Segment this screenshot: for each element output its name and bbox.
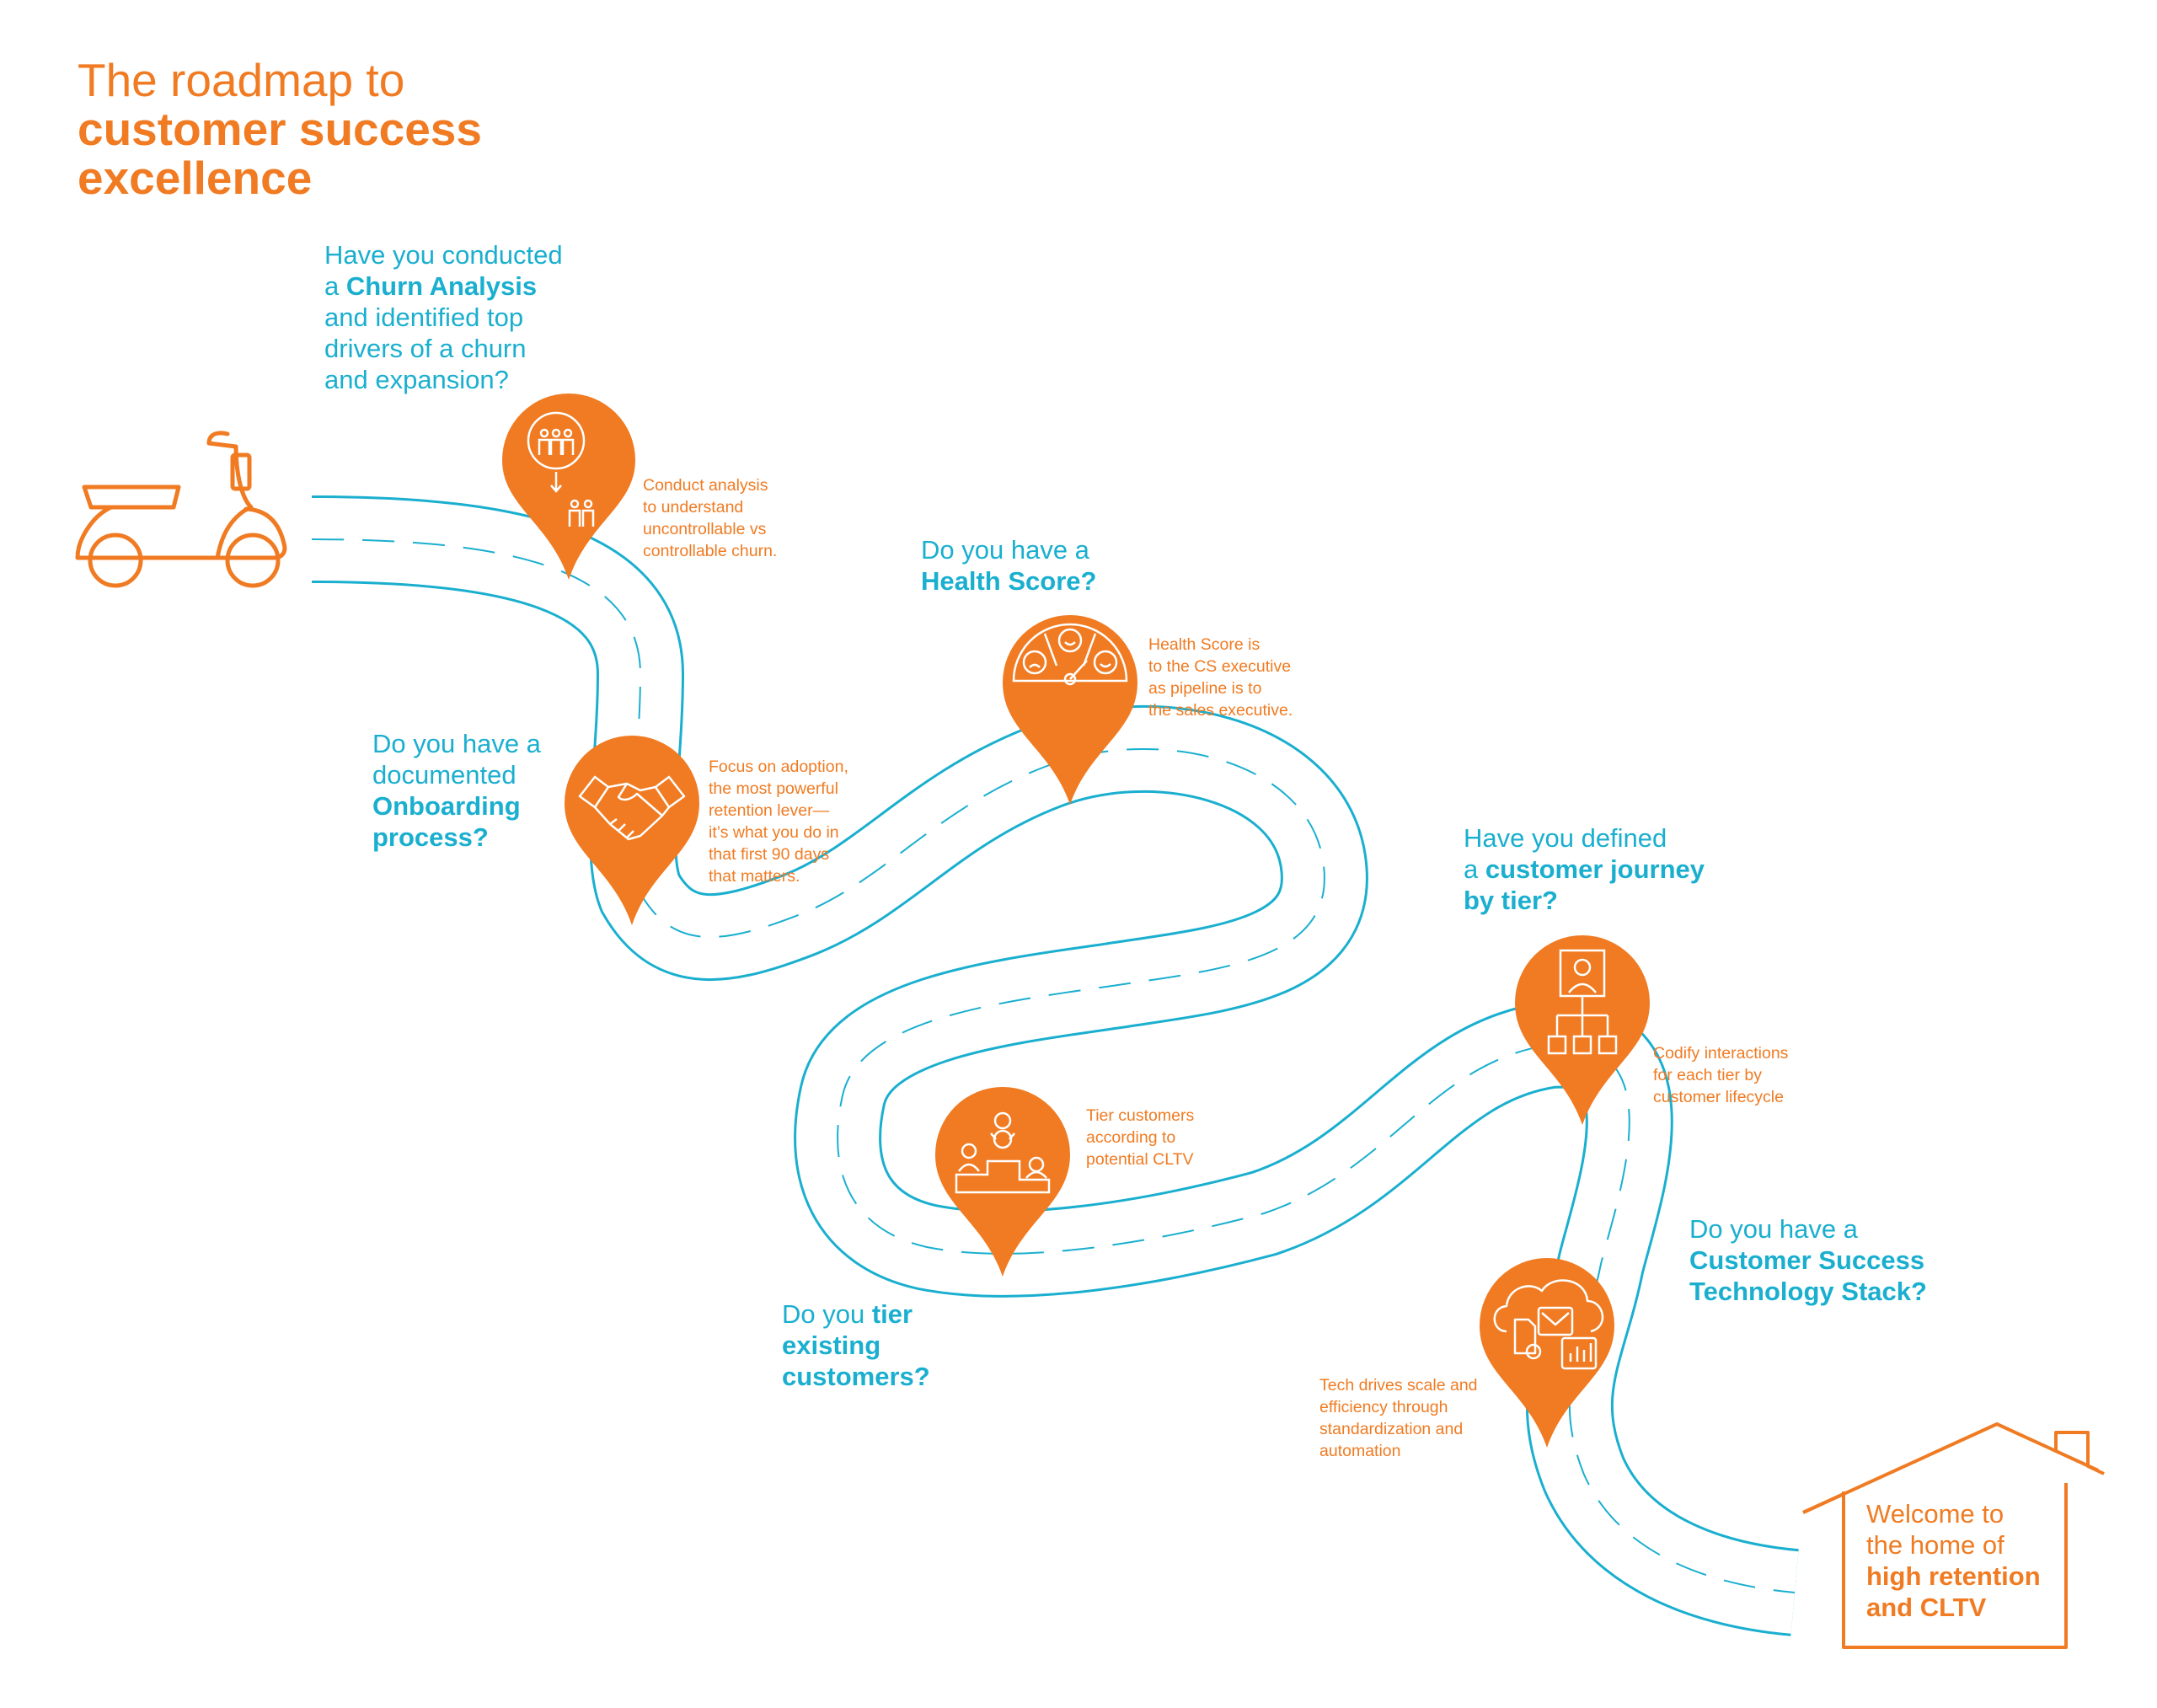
people-funnel-icon	[527, 411, 595, 527]
title-line-1: The roadmap to	[78, 54, 405, 106]
pin-tech	[1480, 1258, 1614, 1448]
org-chart-icon	[1547, 949, 1618, 1055]
description-onboarding: Focus on adoption,the most powerful rete…	[709, 758, 848, 886]
podium-icon	[955, 1111, 1051, 1194]
pin-health	[1003, 615, 1137, 805]
title-line-2: customer success	[78, 103, 482, 155]
house-icon	[1802, 1422, 2105, 1649]
pin-churn	[502, 394, 635, 580]
question-churn: Have you conducted a Churn Analysis and …	[324, 240, 563, 394]
question-tech: Do you have a Customer Success Technolog…	[1689, 1214, 1927, 1306]
pin-tier	[935, 1087, 1070, 1277]
question-tier: Do you tier existing customers?	[782, 1299, 930, 1391]
pin-journey	[1515, 935, 1650, 1125]
gauge-icon	[1012, 623, 1128, 686]
page-title: The roadmap to customer success excellen…	[78, 56, 482, 202]
scooter-icon	[75, 431, 287, 588]
pin-onboarding	[565, 736, 699, 925]
question-onboarding: Do you have a documented Onboarding proc…	[372, 729, 541, 852]
handshake-icon	[578, 775, 686, 841]
cloud-tech-icon	[1493, 1279, 1604, 1370]
title-line-3: excellence	[78, 152, 313, 204]
home-message: Welcome to the home of high retention an…	[1866, 1499, 2041, 1622]
question-health: Do you have a Health Score?	[921, 535, 1097, 596]
question-journey: Have you defined a customer journey by t…	[1464, 823, 1705, 915]
